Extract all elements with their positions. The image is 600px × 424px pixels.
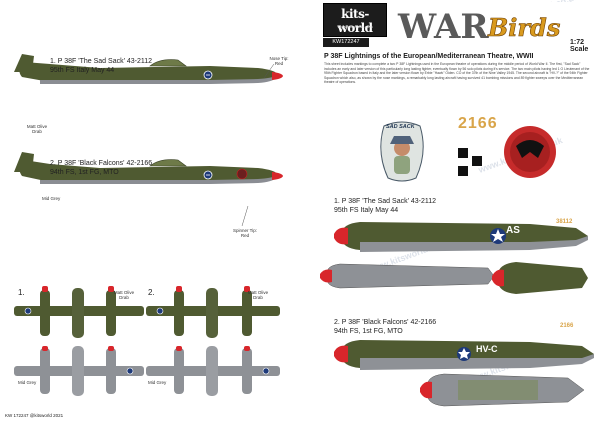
spinner-tip-note: Spinner Tip: Red [232,228,257,238]
plan-view-2-label: 2. [148,288,155,297]
spinner-tip-callout-line [241,206,249,227]
nose-tip-callout-line [263,64,275,79]
decal-aircraft-2-title: 2. P 38F 'Black Falcons' 42-2166 [334,319,437,326]
decal-sheet-right: www.kitsworld.co.uk www.kitsworld.co.uk … [306,0,600,424]
mid-grey-note-plan-2: Mid Grey [148,380,167,385]
sheet-footer: KW 172247 @kitsworld 2021 [5,413,64,418]
logo-url: www.kits-world.com [337,24,373,29]
product-code: KW172247 [323,38,369,47]
aircraft-2-top-view [146,286,280,338]
nose-tip-note: Nose Tip: Red [269,56,289,66]
decal-aircraft-2-tail: 2166 [560,323,574,329]
sheet-description: This sheet includes markings to complete… [324,62,590,85]
kitsworld-logo: kits-world www.kits-world.com [323,3,387,37]
decal-aircraft-1-nose [334,222,588,252]
aircraft-1-top-view [14,286,144,338]
mid-grey-note-side: Mid Grey [42,196,61,201]
matt-olive-drab-note-plan-1: Matt Olive Drab [113,290,135,300]
decal-aircraft-1-code: AS [506,225,520,236]
aircraft-2-title: 2. P 38F 'Black Falcons' 42-2166 [50,160,153,167]
mid-grey-note-plan-1: Mid Grey [18,380,37,385]
aircraft-1-side-profile [14,54,283,84]
sad-sack-insignia-text: SAD SACK [386,124,415,130]
sad-sack-insignia-decal [380,121,424,182]
aircraft-2-bottom-view [146,346,280,396]
warbirds-logo: WAR Birds [396,2,592,50]
aircraft-1-bottom-view [14,346,144,396]
instruction-sheet-left: 1. P 38F 'The Sad Sack' 43-2112 95th FS … [5,54,289,418]
aircraft-2-side-profile [14,152,283,184]
svg-text:Birds: Birds [487,13,561,42]
svg-text:WAR: WAR [397,7,489,47]
matt-olive-drab-note-top: Matt Olive Drab [26,124,48,134]
sheet-title: P 38F Lightnings of the European/Mediter… [324,53,534,60]
decal-aircraft-1-title: 1. P 38F 'The Sad Sack' 43-2112 [334,198,437,205]
decal-aircraft-1-tail: 38112 [556,219,573,225]
decal-aircraft-1-nose-upper [492,262,588,294]
tail-number-decal: 2166 [458,115,498,132]
black-falcons-nose-art-decal [504,126,556,178]
decal-aircraft-2-nose-lower [420,373,585,407]
decal-aircraft-2-nose [334,340,594,370]
plan-view-1-label: 1. [18,288,25,297]
aircraft-2-subtitle: 94th FS, 1st FG, MTO [50,169,119,176]
scale-label: 1:72 Scale [570,39,589,53]
decal-aircraft-2-subtitle: 94th FS, 1st FG, MTO [334,328,403,335]
decal-aircraft-2-code: HV-C [476,344,498,354]
decal-aircraft-1-nose-lower [320,263,495,289]
aircraft-1-title: 1. P 38F 'The Sad Sack' 43-2112 [50,58,153,65]
logo-name: kits-world [337,7,373,35]
matt-olive-drab-note-plan-2: Matt Olive Drab [247,290,269,300]
aircraft-1-subtitle: 95th FS Italy May 44 [50,67,115,74]
decal-aircraft-1-subtitle: 95th FS Italy May 44 [334,207,399,214]
kill-tally-marks [458,148,482,176]
